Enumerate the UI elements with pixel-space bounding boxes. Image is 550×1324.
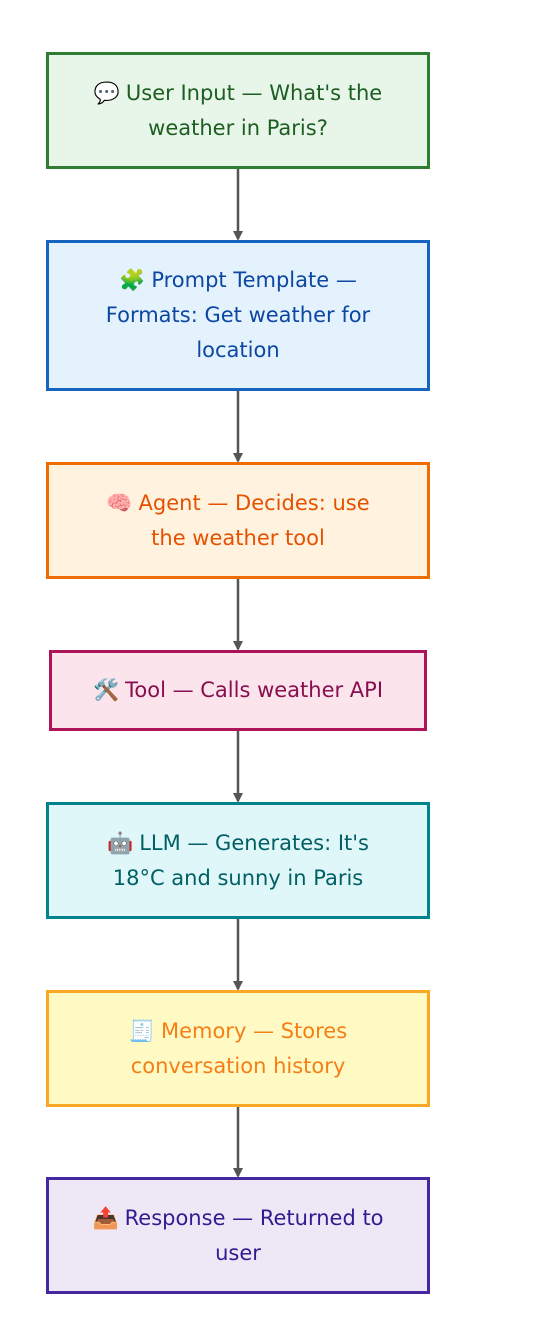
- node-response: 📤Response — Returned to user: [46, 1177, 430, 1294]
- robot-icon: 🤖: [107, 830, 134, 855]
- node-user-input: 💬User Input — What's the weather in Pari…: [46, 52, 430, 169]
- node-agent: 🧠Agent — Decides: use the weather tool: [46, 462, 430, 579]
- node-memory: 🧾Memory — Stores conversation history: [46, 990, 430, 1107]
- node-label: Prompt Template — Formats: Get weather f…: [105, 268, 371, 362]
- node-label: User Input — What's the weather in Paris…: [125, 80, 383, 140]
- node-prompt-template: 🧩Prompt Template — Formats: Get weather …: [46, 240, 430, 391]
- node-label: Tool — Calls weather API: [125, 678, 384, 702]
- receipt-icon: 🧾: [128, 1018, 155, 1043]
- node-llm: 🤖LLM — Generates: It's 18°C and sunny in…: [46, 802, 430, 919]
- node-tool: 🛠️Tool — Calls weather API: [49, 650, 427, 731]
- tools-icon: 🛠️: [92, 678, 120, 702]
- node-label: Memory — Stores conversation history: [130, 1018, 348, 1078]
- brain-icon: 🧠: [106, 490, 133, 515]
- outbox-tray-icon: 📤: [92, 1205, 119, 1230]
- node-label: Agent — Decides: use the weather tool: [138, 490, 370, 550]
- node-label: LLM — Generates: It's 18°C and sunny in …: [112, 830, 369, 890]
- node-label: Response — Returned to user: [124, 1205, 384, 1265]
- puzzle-piece-icon: 🧩: [119, 268, 146, 292]
- speech-bubble-icon: 💬: [93, 80, 120, 105]
